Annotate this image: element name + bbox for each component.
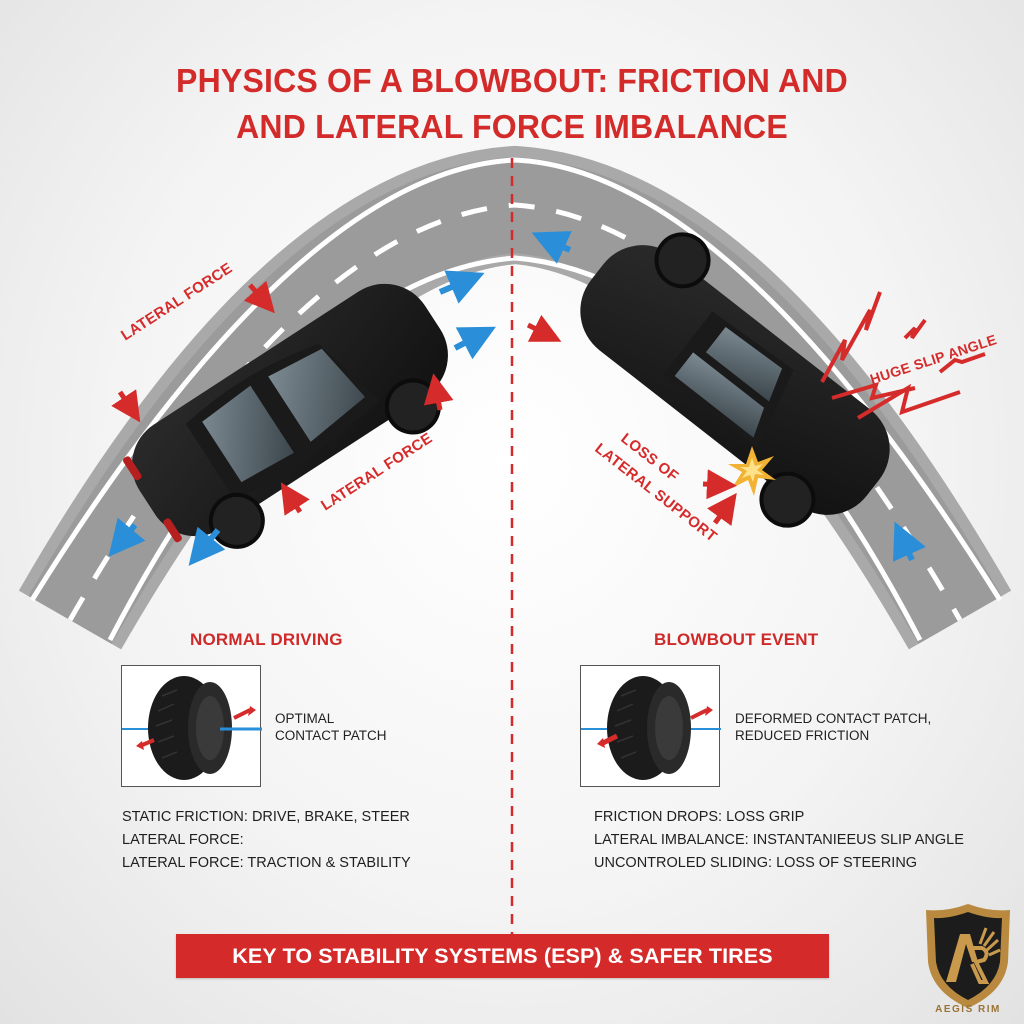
tire-blowout-icon [581, 676, 721, 780]
normal-tire-panel [121, 665, 262, 787]
normal-point: LATERAL FORCE: [122, 832, 244, 848]
blowout-tire-panel [580, 665, 721, 787]
blowout-caption-line2: REDUCED FRICTION [735, 728, 870, 743]
blowout-point: LATERAL IMBALANCE: INSTANTANIEEUS SLIP A… [594, 832, 964, 848]
normal-tire-caption: OPTIMAL CONTACT PATCH [275, 710, 387, 744]
normal-caption-line1: OPTIMAL [275, 711, 335, 726]
blowout-point: UNCONTROLED SLIDING: LOSS OF STEERING [594, 855, 918, 871]
lateral-force-arrows [111, 280, 737, 526]
logo-text: AEGIS RIM [935, 1004, 1001, 1015]
car-blowout [580, 232, 890, 528]
normal-driving-heading: NORMAL DRIVING [190, 630, 343, 649]
blowout-points-list: FRICTION DROPS: LOSS GRIP LATERAL IMBALA… [594, 806, 964, 875]
blowout-burst-icon [728, 446, 776, 496]
normal-points-list: STATIC FRICTION: DRIVE, BRAKE, STEER LAT… [122, 806, 411, 875]
blowout-caption-line1: DEFORMED CONTACT PATCH, [735, 711, 932, 726]
tire-normal-icon [122, 676, 262, 780]
slip-angle-zigzag-icon [820, 291, 986, 420]
blowout-point: FRICTION DROPS: LOSS GRIP [594, 809, 805, 825]
car-normal-driving [123, 283, 448, 549]
page-title: PHYSICS OF A BLOWBOUT: FRICTION AND AND … [15, 58, 1008, 150]
title-line-1: PHYSICS OF A BLOWBOUT: FRICTION AND [176, 62, 848, 99]
flow-direction-arrows [108, 231, 926, 566]
banner-text: KEY TO STABILITY SYSTEMS (ESP) & SAFER T… [232, 943, 773, 968]
normal-point: STATIC FRICTION: DRIVE, BRAKE, STEER [122, 809, 410, 825]
key-takeaway-banner: KEY TO STABILITY SYSTEMS (ESP) & SAFER T… [176, 934, 829, 978]
title-line-2: AND LATERAL FORCE IMBALANCE [236, 108, 788, 145]
shield-ar-logo-icon [926, 904, 1010, 1008]
normal-caption-line2: CONTACT PATCH [275, 728, 387, 743]
normal-point: LATERAL FORCE: TRACTION & STABILITY [122, 855, 411, 871]
blowout-event-heading: BLOWBOUT EVENT [654, 630, 819, 649]
blowout-tire-caption: DEFORMED CONTACT PATCH, REDUCED FRICTION [735, 710, 931, 744]
